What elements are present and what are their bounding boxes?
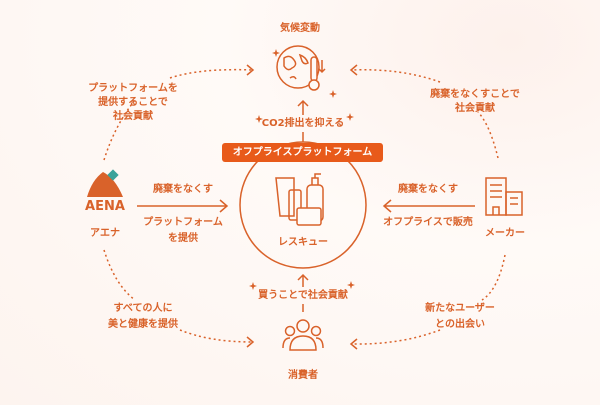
buy-label: 買うことで社会貢献 bbox=[258, 290, 348, 301]
cosmetics-products-icon bbox=[275, 173, 324, 226]
loop-top-left-2: 提供することで bbox=[98, 97, 168, 108]
rescue-label: レスキュー bbox=[278, 237, 328, 248]
co2-label: CO2排出を抑える bbox=[261, 118, 345, 129]
right-arrow bbox=[382, 199, 475, 213]
left-arrow-bottom-label-1: プラットフォーム bbox=[143, 217, 223, 228]
aena-label: アエナ bbox=[90, 228, 120, 239]
sparkle-icons bbox=[249, 49, 355, 290]
people-icon bbox=[282, 319, 324, 351]
loop-top-left-3: 社会貢献 bbox=[113, 111, 153, 122]
consumer-label: 消費者 bbox=[288, 370, 318, 381]
left-arrow bbox=[137, 199, 229, 213]
loop-top-right-2: 社会貢献 bbox=[455, 103, 495, 114]
dashed-loop-arrows bbox=[103, 68, 506, 345]
left-arrow-bottom-label-2: を提供 bbox=[168, 233, 198, 244]
loop-bottom-left-2: 美と健康を提供 bbox=[108, 319, 178, 330]
right-arrow-bottom-label: オフプライスで販売 bbox=[383, 217, 473, 228]
globe-thermometer-icon bbox=[276, 45, 326, 91]
building-icon bbox=[485, 177, 523, 216]
climate-change-title: 気候変動 bbox=[280, 23, 320, 34]
maker-label: メーカー bbox=[485, 228, 525, 239]
offprice-platform-banner: オフプライスプラットフォーム bbox=[222, 143, 383, 162]
aena-logo-text: AENA bbox=[85, 199, 125, 214]
loop-top-left-1: プラットフォームを bbox=[88, 83, 178, 94]
left-arrow-top-label: 廃棄をなくす bbox=[153, 184, 213, 195]
loop-top-right-1: 廃棄をなくすことで bbox=[430, 89, 520, 100]
loop-bottom-right-1: 新たなユーザー bbox=[425, 303, 495, 314]
loop-bottom-right-2: との出会い bbox=[435, 319, 485, 330]
loop-bottom-left-1: すべての人に bbox=[113, 303, 173, 314]
right-arrow-top-label: 廃棄をなくす bbox=[398, 184, 458, 195]
co2-arrow bbox=[297, 99, 309, 115]
aena-logo bbox=[87, 169, 123, 197]
buy-arrow bbox=[297, 273, 309, 287]
